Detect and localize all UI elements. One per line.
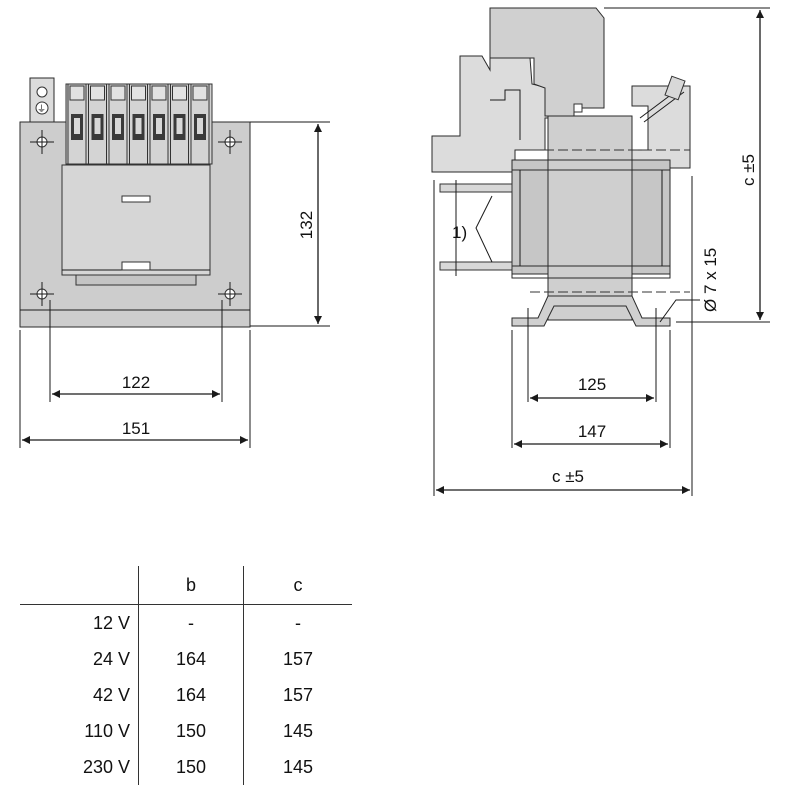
c-cell: 145 [282, 756, 314, 777]
b-cell: 150 [138, 749, 244, 785]
hole-leader [659, 299, 700, 323]
coil-left [511, 159, 549, 275]
c-cell: 145 [282, 720, 314, 741]
b-cell: 164 [138, 641, 244, 677]
table-row: 110 V 150 145 [20, 713, 352, 749]
dim-width-label: 151 [122, 419, 150, 438]
ground-terminal [29, 77, 55, 123]
dim-hole-label: Ø 7 x 15 [701, 248, 720, 312]
voltage-cell: 110 V [20, 713, 139, 749]
side-view: 1) c ±5 Ø 7 x 15 125 147 c ±5 [431, 7, 770, 496]
c-cell: - [295, 612, 301, 633]
terminal-housing [431, 55, 549, 173]
terminal-block [65, 83, 213, 165]
table-header-cell [20, 566, 139, 605]
screw-terminal [190, 83, 210, 165]
c-cell: 157 [282, 648, 314, 669]
base-foot [511, 295, 671, 327]
core [547, 115, 633, 321]
voltage-cell: 24 V [20, 641, 139, 677]
dim-height-label: 132 [297, 211, 316, 239]
table-row: 24 V 164 157 [20, 641, 352, 677]
b-cell: 150 [138, 713, 244, 749]
voltage-cell: 230 V [20, 749, 139, 785]
table-row: 230 V 150 145 [20, 749, 352, 785]
lead-top [439, 183, 513, 193]
dim-hole-spacing-label: 122 [122, 373, 150, 392]
screw-terminal [108, 83, 128, 165]
dim-c-vertical-label: c ±5 [739, 154, 758, 186]
coil-right [631, 159, 671, 275]
b-cell: - [138, 604, 244, 641]
b-cell: 164 [138, 677, 244, 713]
table-header-cell: b [138, 566, 244, 605]
table-header-cell: c [243, 566, 352, 605]
coil-window [61, 164, 211, 276]
technical-drawing: ⏚ 132 122 151 [19, 7, 770, 496]
screw-terminal [149, 83, 169, 165]
lead-bottom [439, 261, 513, 271]
c-cell: 157 [282, 684, 314, 705]
dim-c-horizontal-label: c ±5 [552, 467, 584, 486]
voltage-cell: 12 V [20, 604, 139, 641]
table-row: 12 V - - [20, 604, 352, 641]
note-label: 1) [452, 223, 467, 242]
front-view: ⏚ 132 122 151 [19, 77, 330, 448]
dimension-table: b c 12 V - - 24 V 164 157 42 V 164 157 1… [20, 566, 352, 785]
table-row: 42 V 164 157 [20, 677, 352, 713]
dim-125-label: 125 [578, 375, 606, 394]
screw-terminal [129, 83, 148, 165]
screw-terminal [88, 83, 107, 165]
ground-icon: ⏚ [37, 104, 46, 115]
voltage-cell: 42 V [20, 677, 139, 713]
table-header-row: b c [20, 566, 352, 605]
screw-terminal [170, 83, 189, 165]
screw-terminal [67, 83, 87, 165]
side-bracket [631, 85, 691, 169]
dim-147-label: 147 [578, 422, 606, 441]
